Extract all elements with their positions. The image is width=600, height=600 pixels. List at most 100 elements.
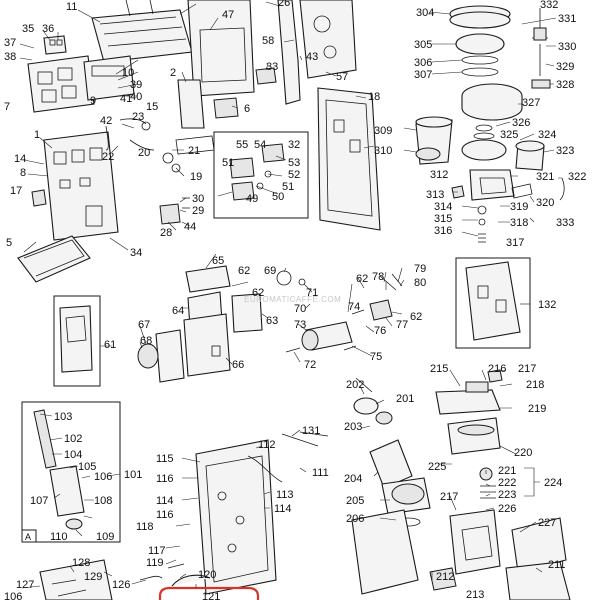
callout-320: 320 <box>536 197 554 209</box>
callout-117: 117 <box>148 545 166 557</box>
callout-35: 35 <box>22 23 34 35</box>
callout-70: 70 <box>294 303 306 315</box>
callout-63: 63 <box>266 315 278 327</box>
adjuster-327 <box>461 83 523 121</box>
burr-312-325-326 <box>461 124 507 161</box>
callout-9: 9 <box>90 95 96 107</box>
callout-77: 77 <box>396 319 408 331</box>
callout-15: 15 <box>146 101 158 113</box>
callout-64: 64 <box>172 305 184 317</box>
callout-22: 22 <box>102 151 114 163</box>
callout-20: 20 <box>138 147 150 159</box>
callout-224: 224 <box>544 477 562 489</box>
callout-103: 103 <box>54 411 72 423</box>
housing-318-321 <box>469 169 515 201</box>
callout-218: 218 <box>526 379 544 391</box>
watermark-text: EUROMATICAFFE.COM <box>244 295 341 304</box>
callout-305: 305 <box>414 39 432 51</box>
callout-204: 204 <box>344 473 362 485</box>
callout-106-b: 106 <box>4 591 22 600</box>
callout-62-d: 62 <box>410 311 422 323</box>
base-211-212-227 <box>351 509 571 600</box>
callout-316: 316 <box>434 225 452 237</box>
detail-frame-a <box>21 401 121 543</box>
callout-55: 55 <box>236 139 248 151</box>
callout-26: 26 <box>278 0 290 9</box>
callout-108: 108 <box>94 495 112 507</box>
callout-314: 314 <box>434 201 452 213</box>
callout-33: 33 <box>266 61 278 73</box>
callout-65: 65 <box>212 255 224 267</box>
callout-51-b: 51 <box>282 181 294 193</box>
callout-304: 304 <box>416 7 434 19</box>
callout-76: 76 <box>374 325 386 337</box>
callout-51-a: 51 <box>222 157 234 169</box>
panel-47-frame <box>187 0 255 97</box>
valve-201-203 <box>353 377 393 425</box>
callout-18: 18 <box>368 91 380 103</box>
callout-39: 39 <box>130 79 142 91</box>
callout-67: 67 <box>138 319 150 331</box>
motor-323-324 <box>515 140 545 171</box>
panel-128-129 <box>39 559 113 600</box>
callout-330: 330 <box>558 41 576 53</box>
callout-49: 49 <box>246 193 258 205</box>
callout-44: 44 <box>184 221 196 233</box>
callout-326: 326 <box>512 117 530 129</box>
callout-328: 328 <box>556 79 574 91</box>
callout-5: 5 <box>6 237 12 249</box>
panel-66 <box>183 313 231 377</box>
callout-120: 120 <box>198 569 216 581</box>
callout-104: 104 <box>64 449 82 461</box>
callout-107: 107 <box>30 495 48 507</box>
callout-52: 52 <box>288 169 300 181</box>
callout-127: 127 <box>16 579 34 591</box>
callout-226: 226 <box>498 503 516 515</box>
callout-118: 118 <box>136 521 154 533</box>
callout-212: 212 <box>436 571 454 583</box>
brew-unit-204-206 <box>369 439 431 527</box>
callout-115: 115 <box>156 453 174 465</box>
callout-322: 322 <box>568 171 586 183</box>
callout-53: 53 <box>288 157 300 169</box>
callout-102: 102 <box>64 433 82 445</box>
callout-6: 6 <box>244 103 250 115</box>
highlight-121 <box>158 574 260 600</box>
callout-68: 68 <box>140 335 152 347</box>
shaft-328-330 <box>531 8 551 89</box>
callout-109: 109 <box>96 531 114 543</box>
callout-331: 331 <box>558 13 576 25</box>
filter-220-225 <box>447 417 501 499</box>
callout-206: 206 <box>346 513 364 525</box>
callout-216: 216 <box>488 363 506 375</box>
callout-126: 126 <box>112 579 130 591</box>
callout-28: 28 <box>160 227 172 239</box>
brew-frame-112-131 <box>195 431 329 595</box>
callout-105: 105 <box>78 461 96 473</box>
water-tank-61 <box>53 295 101 387</box>
callout-225: 225 <box>428 461 446 473</box>
callout-11: 11 <box>66 1 77 13</box>
callout-131: 131 <box>302 425 320 437</box>
callout-41: 41 <box>120 93 132 105</box>
callout-323: 323 <box>556 145 574 157</box>
keypad-35-36-37 <box>43 35 67 55</box>
callout-80: 80 <box>414 277 426 289</box>
display-panel-7 <box>27 55 95 113</box>
callout-202: 202 <box>346 379 364 391</box>
callout-23: 23 <box>132 111 144 123</box>
callout-10: 10 <box>122 67 134 79</box>
callout-324: 324 <box>538 129 556 141</box>
inset-box-49-55 <box>213 131 309 219</box>
callout-116-a: 116 <box>156 473 174 485</box>
callout-62-b: 62 <box>252 287 264 299</box>
callout-29: 29 <box>192 205 204 217</box>
tank-cover-65 <box>185 265 231 293</box>
callout-101: 101 <box>124 469 142 481</box>
callout-319: 319 <box>510 201 528 213</box>
callout-329: 329 <box>556 61 574 73</box>
switch-33 <box>255 67 277 85</box>
callout-labels: 11 35 36 37 38 10 39 40 9 41 7 42 15 23 … <box>4 0 586 600</box>
gasket-69-71 <box>276 270 306 286</box>
callout-317: 317 <box>506 237 524 249</box>
